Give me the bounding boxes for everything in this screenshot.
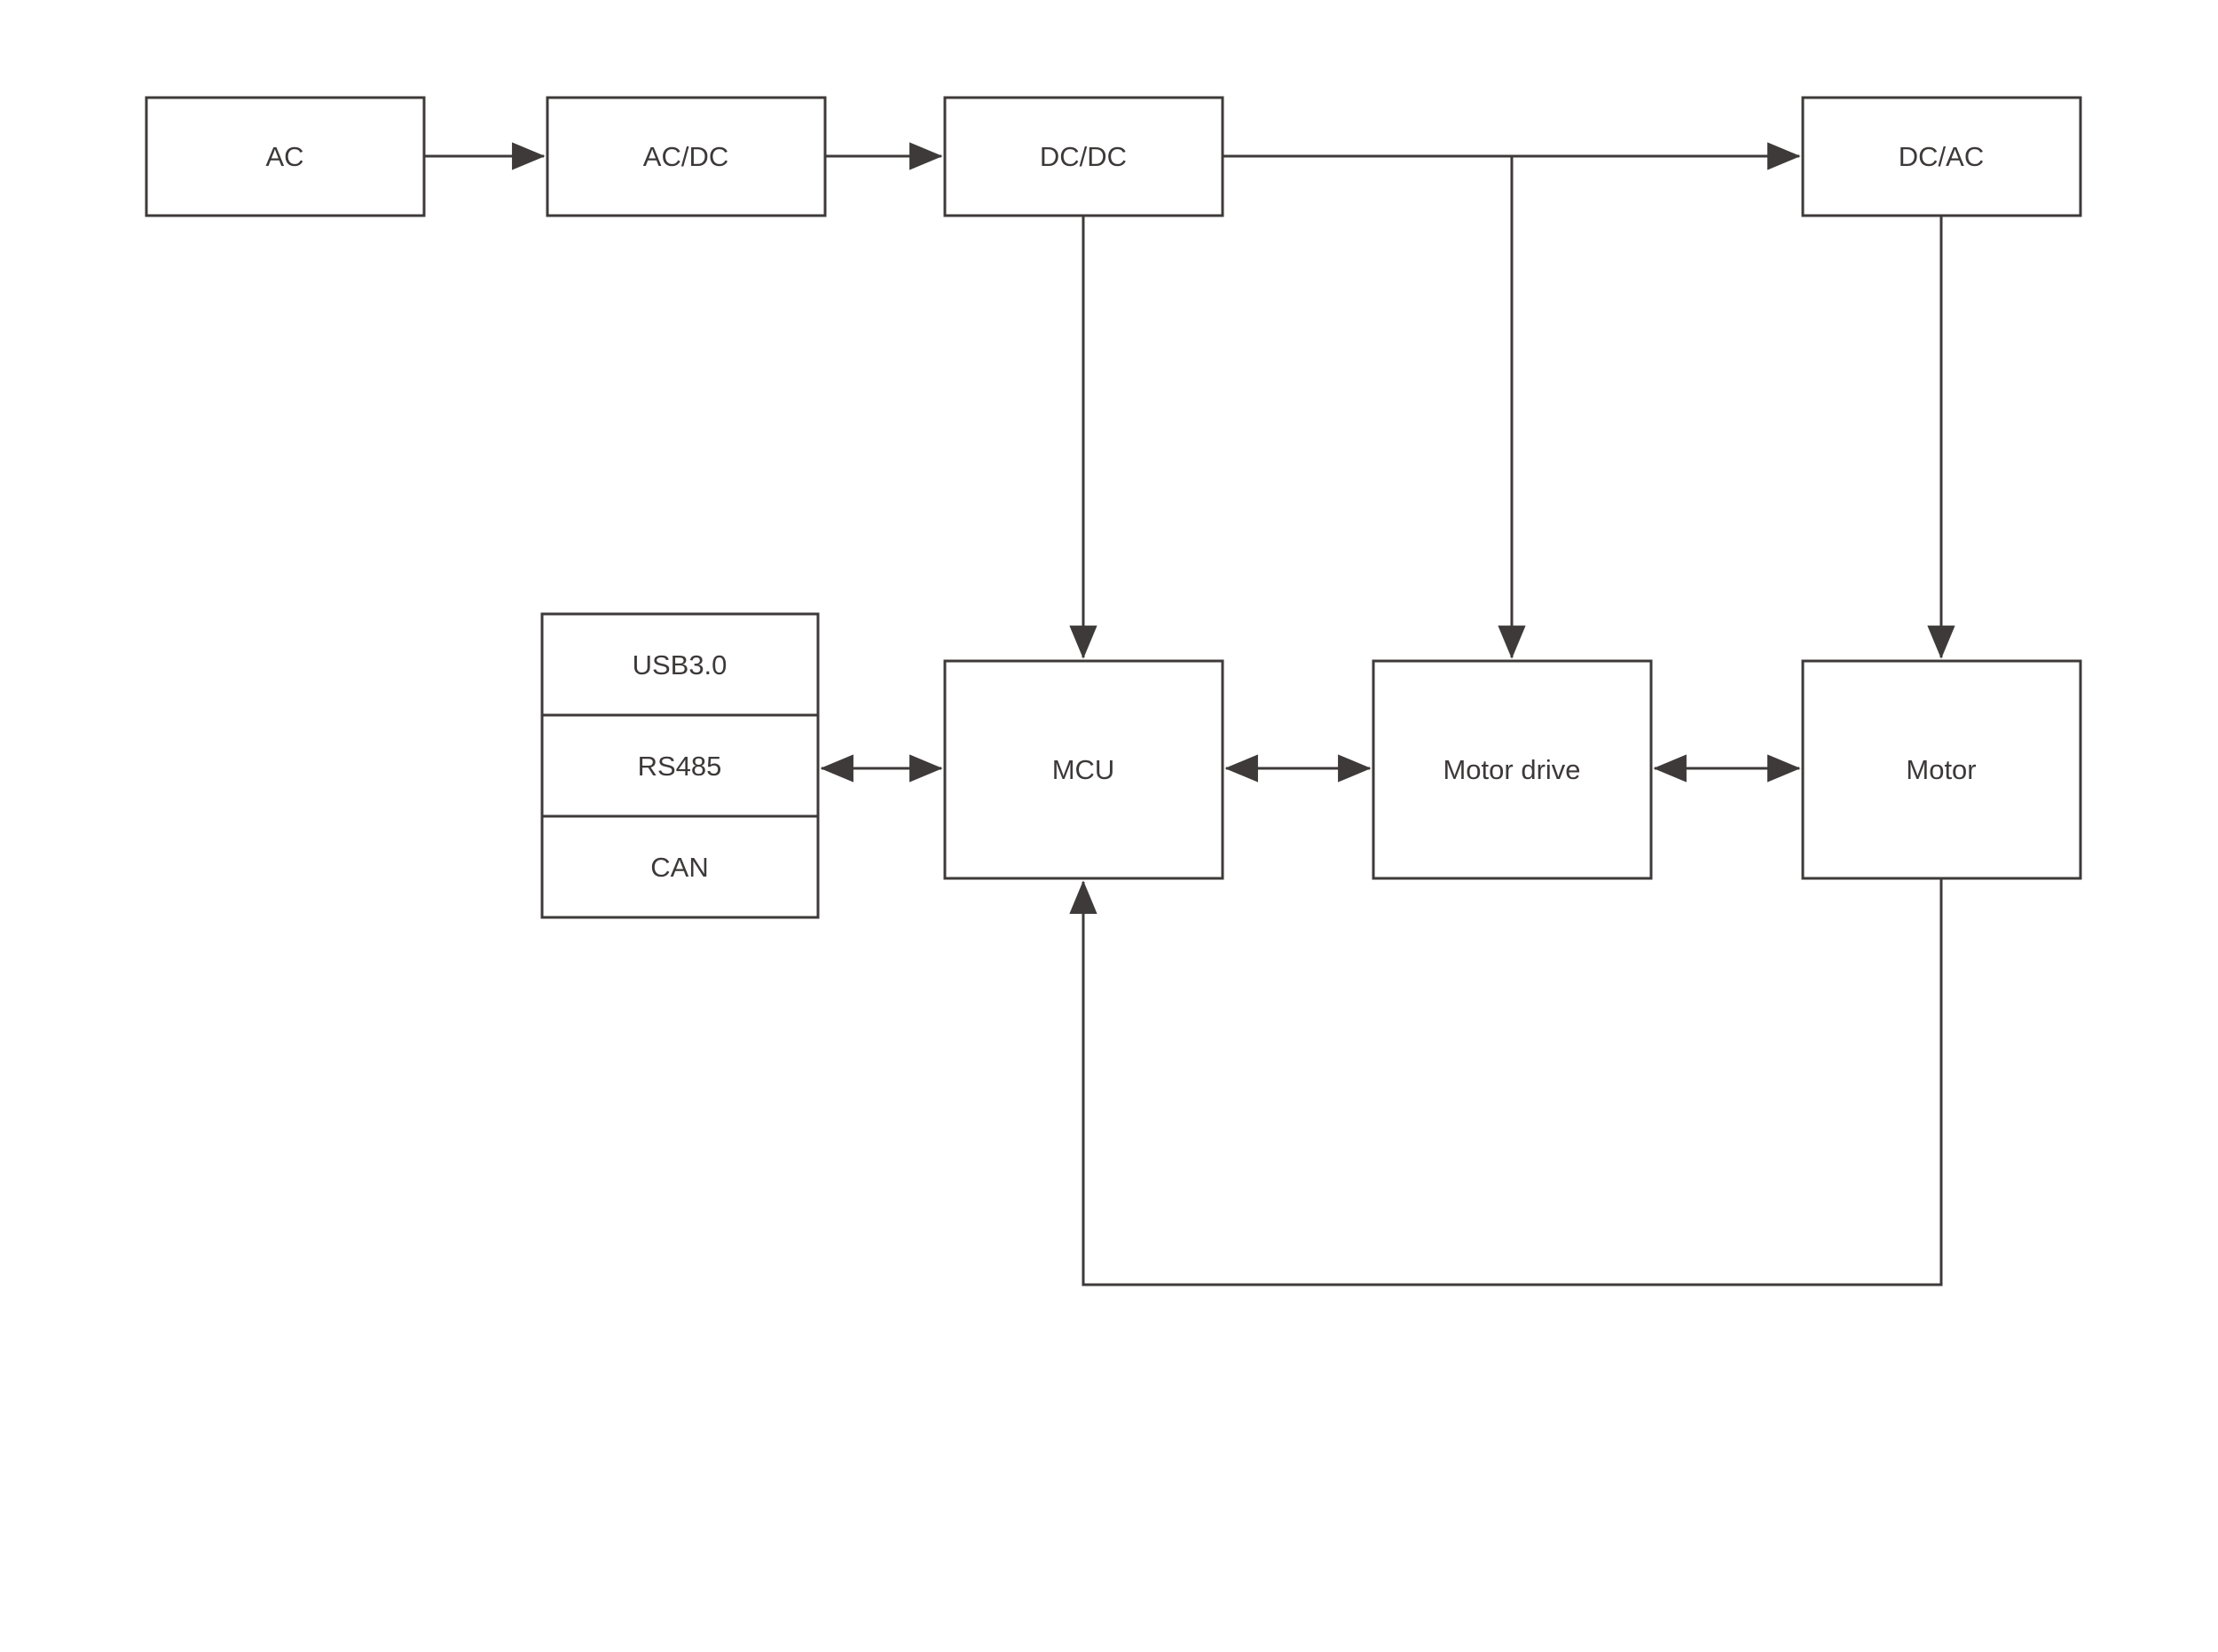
node-motor-drive-label: Motor drive <box>1443 754 1580 785</box>
node-ac: AC <box>145 96 426 217</box>
node-mcu: MCU <box>943 659 1224 880</box>
node-acdc-label: AC/DC <box>643 141 728 172</box>
node-usb-label: USB3.0 <box>633 649 728 680</box>
node-ac-label: AC <box>265 141 303 172</box>
node-acdc: AC/DC <box>546 96 827 217</box>
node-dcdc: DC/DC <box>943 96 1224 217</box>
node-interface-stack: USB3.0 RS485 CAN <box>540 612 820 919</box>
node-can-label: CAN <box>650 852 708 883</box>
node-can: CAN <box>540 814 820 919</box>
node-motor-label: Motor <box>1906 754 1976 785</box>
edge-motor-feedback-to-mcu <box>1069 878 1943 1286</box>
node-rs485: RS485 <box>540 713 820 818</box>
node-mcu-label: MCU <box>1052 754 1115 785</box>
node-dcac: DC/AC <box>1801 96 2082 217</box>
node-usb: USB3.0 <box>540 612 820 717</box>
node-dcac-label: DC/AC <box>1899 141 1984 172</box>
node-dcdc-label: DC/DC <box>1040 141 1127 172</box>
node-motor-drive: Motor drive <box>1372 659 1653 880</box>
node-rs485-label: RS485 <box>638 751 722 782</box>
node-motor: Motor <box>1801 659 2082 880</box>
